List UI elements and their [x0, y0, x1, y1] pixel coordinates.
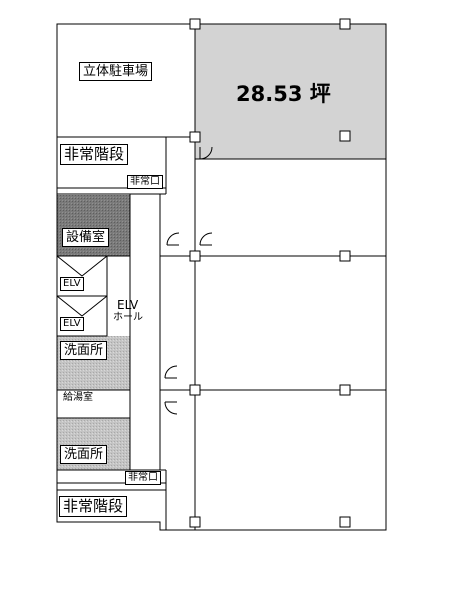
- equipment-room-label: 設備室: [62, 228, 110, 247]
- door-swing: [166, 232, 180, 246]
- emergency-exit-label-bottom: 非常口: [125, 471, 161, 485]
- tenant-area-highlight: [195, 24, 386, 159]
- elv-hall-label-line1: ELV: [117, 298, 139, 312]
- kitchenette-label: 給湯室: [63, 392, 93, 403]
- elv-hall-label-line2: ホール: [113, 312, 143, 323]
- structural-columns: [189, 18, 351, 528]
- washroom-2-label: 洗面所: [60, 445, 108, 464]
- door-swing: [164, 365, 178, 379]
- parking-label: 立体駐車場: [79, 62, 153, 81]
- tenant-area-value: 28.53 坪: [236, 82, 331, 106]
- building-outline: [56, 23, 387, 531]
- door-swing: [199, 232, 213, 246]
- door-swing: [199, 146, 213, 160]
- elevator-shaft-2: [56, 295, 108, 337]
- door-swing: [164, 401, 178, 415]
- elevator-1-label: ELV: [60, 277, 84, 291]
- emergency-exit-label-top: 非常口: [127, 175, 163, 189]
- emergency-stairs-label-bottom: 非常階段: [59, 496, 128, 517]
- washroom-1-label: 洗面所: [60, 341, 108, 360]
- elevator-2-label: ELV: [60, 317, 84, 331]
- emergency-stairs-label-top: 非常階段: [60, 144, 129, 165]
